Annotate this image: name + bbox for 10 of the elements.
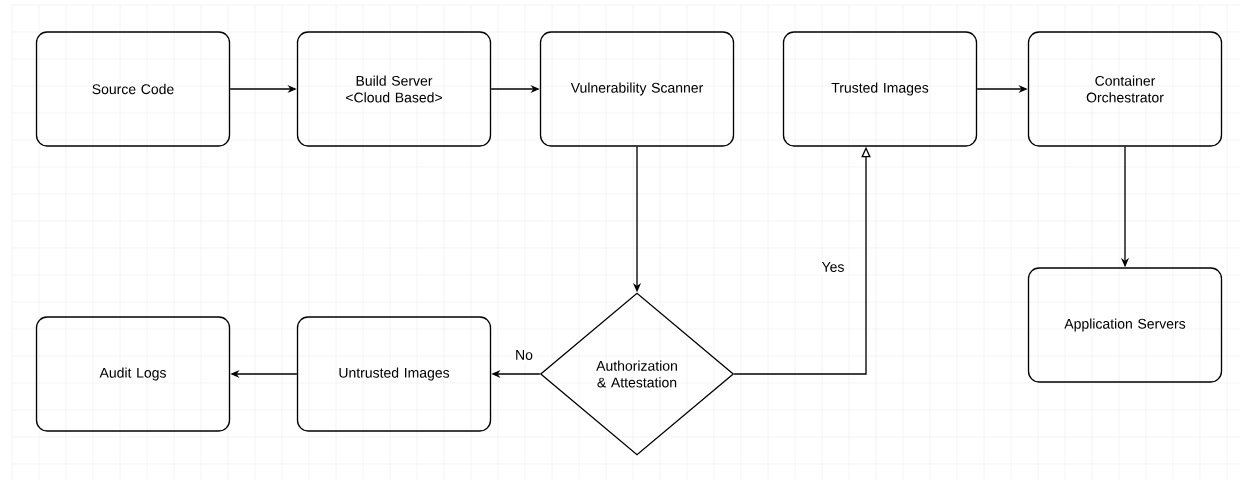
edge-label: No [512,347,536,363]
process-box: Container Orchestrator [1027,31,1223,147]
process-box: Build Server <Cloud Based> [296,31,492,147]
process-box: Source Code [35,31,231,147]
process-box: Audit Logs [35,316,231,432]
process-box: Trusted Images [782,31,978,147]
edge-label: Yes [818,259,848,275]
process-box: Application Servers [1027,267,1223,383]
process-box: Vulnerability Scanner [539,31,735,147]
process-box: Untrusted Images [296,316,492,432]
